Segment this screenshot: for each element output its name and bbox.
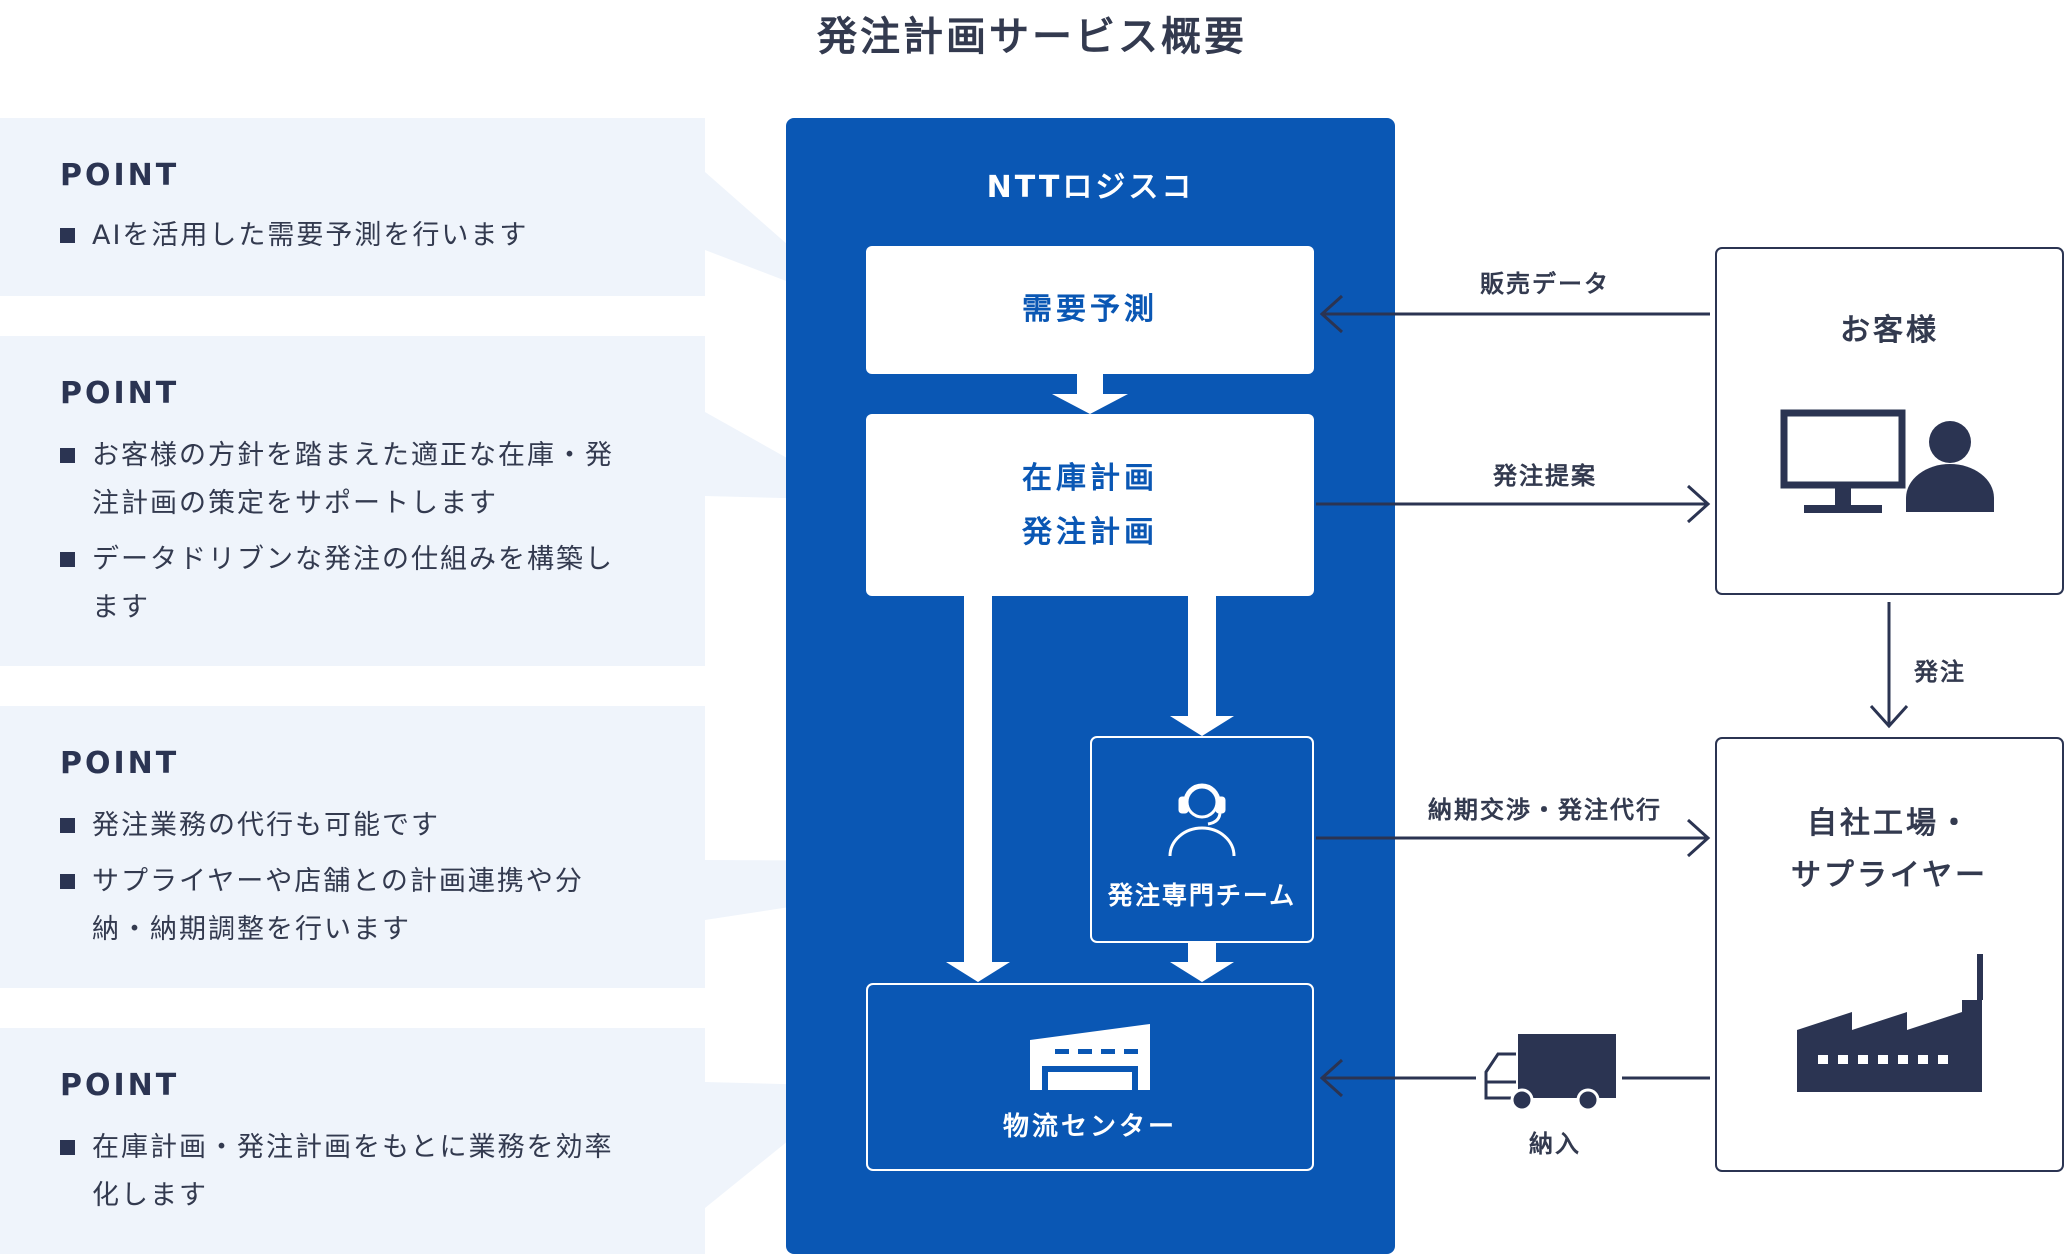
demand-forecast-box [866, 246, 1314, 374]
order-label: 発注 [1914, 658, 1966, 686]
point-3-bullet-2: サプライヤーや店舗との計画連携や分 納・納期調整を行います [60, 858, 652, 954]
ntt-panel [786, 118, 1395, 1254]
delivery-label: 納入 [1529, 1130, 1581, 1158]
arrow-forecast-to-plan [1052, 374, 1128, 414]
bullet-line: AIを活用した需要予測を行います [92, 220, 529, 251]
truck-icon [1484, 1034, 1616, 1112]
point-panel-2 [0, 336, 862, 666]
order-proposal-label: 発注提案 [1493, 462, 1597, 490]
warehouse-icon [1030, 1024, 1150, 1090]
point-label-2: POINT [60, 376, 180, 411]
bullet-line: データドリブンな発注の仕組みを構築し [92, 544, 614, 575]
bullet-line: 化します [92, 1180, 208, 1211]
point-2-bullet-1: お客様の方針を踏まえた適正な在庫・発 注計画の策定をサポートします [60, 432, 652, 528]
point-4-bullet-1: 在庫計画・発注計画をもとに業務を効率 化します [60, 1124, 652, 1220]
point-2-bullet-2: データドリブンな発注の仕組みを構築し ます [60, 536, 652, 632]
point-label-3: POINT [60, 746, 180, 781]
customer-box [1715, 247, 2064, 595]
arrow-plan-to-logistics [946, 596, 1010, 982]
page-title: 発注計画サービス概要 [817, 14, 1247, 60]
inventory-plan-label: 在庫計画 発注計画 [866, 452, 1314, 560]
bullet-line: 納・納期調整を行います [92, 914, 411, 945]
bullet-line: サプライヤーや店舗との計画連携や分 [92, 866, 584, 897]
point-3-bullet-1: 発注業務の代行も可能です [60, 802, 652, 850]
factory-label: 自社工場・ サプライヤー [1716, 798, 2063, 902]
bullet-line: お客様の方針を踏まえた適正な在庫・発 [92, 440, 614, 471]
negotiation-label: 納期交渉・発注代行 [1428, 796, 1662, 824]
factory-label-line: 自社工場・ [1807, 806, 1972, 841]
arrow-plan-to-team [1170, 596, 1234, 736]
order-plan-line: 発注計画 [1022, 515, 1158, 550]
point-label-1: POINT [60, 158, 180, 193]
flow-arrows [1316, 294, 1909, 1098]
point-1-bullet-1: AIを活用した需要予測を行います [60, 212, 652, 260]
supplier-label-line: サプライヤー [1790, 858, 1989, 893]
sales-data-label: 販売データ [1480, 270, 1610, 298]
computer-user-icon [1780, 409, 1994, 513]
point-label-4: POINT [60, 1068, 180, 1103]
bullet-line: 在庫計画・発注計画をもとに業務を効率 [92, 1132, 614, 1163]
logistics-center-label: 物流センター [1002, 1112, 1177, 1142]
internal-arrows [946, 374, 1234, 982]
order-team-label: 発注専門チーム [1107, 881, 1297, 910]
bullet-line: 発注業務の代行も可能です [92, 810, 440, 841]
inventory-plan-line: 在庫計画 [1022, 461, 1158, 496]
demand-forecast-label: 需要予測 [1022, 292, 1158, 327]
arrow-team-to-logistics [1170, 942, 1234, 982]
headset-operator-icon [1168, 783, 1236, 857]
bullet-line: 注計画の策定をサポートします [92, 488, 498, 519]
customer-label: お客様 [1840, 313, 1939, 348]
ntt-title: NTTロジスコ [986, 170, 1195, 205]
bullet-line: ます [92, 592, 150, 623]
factory-icon [1797, 954, 1983, 1092]
inventory-plan-box [866, 414, 1314, 596]
